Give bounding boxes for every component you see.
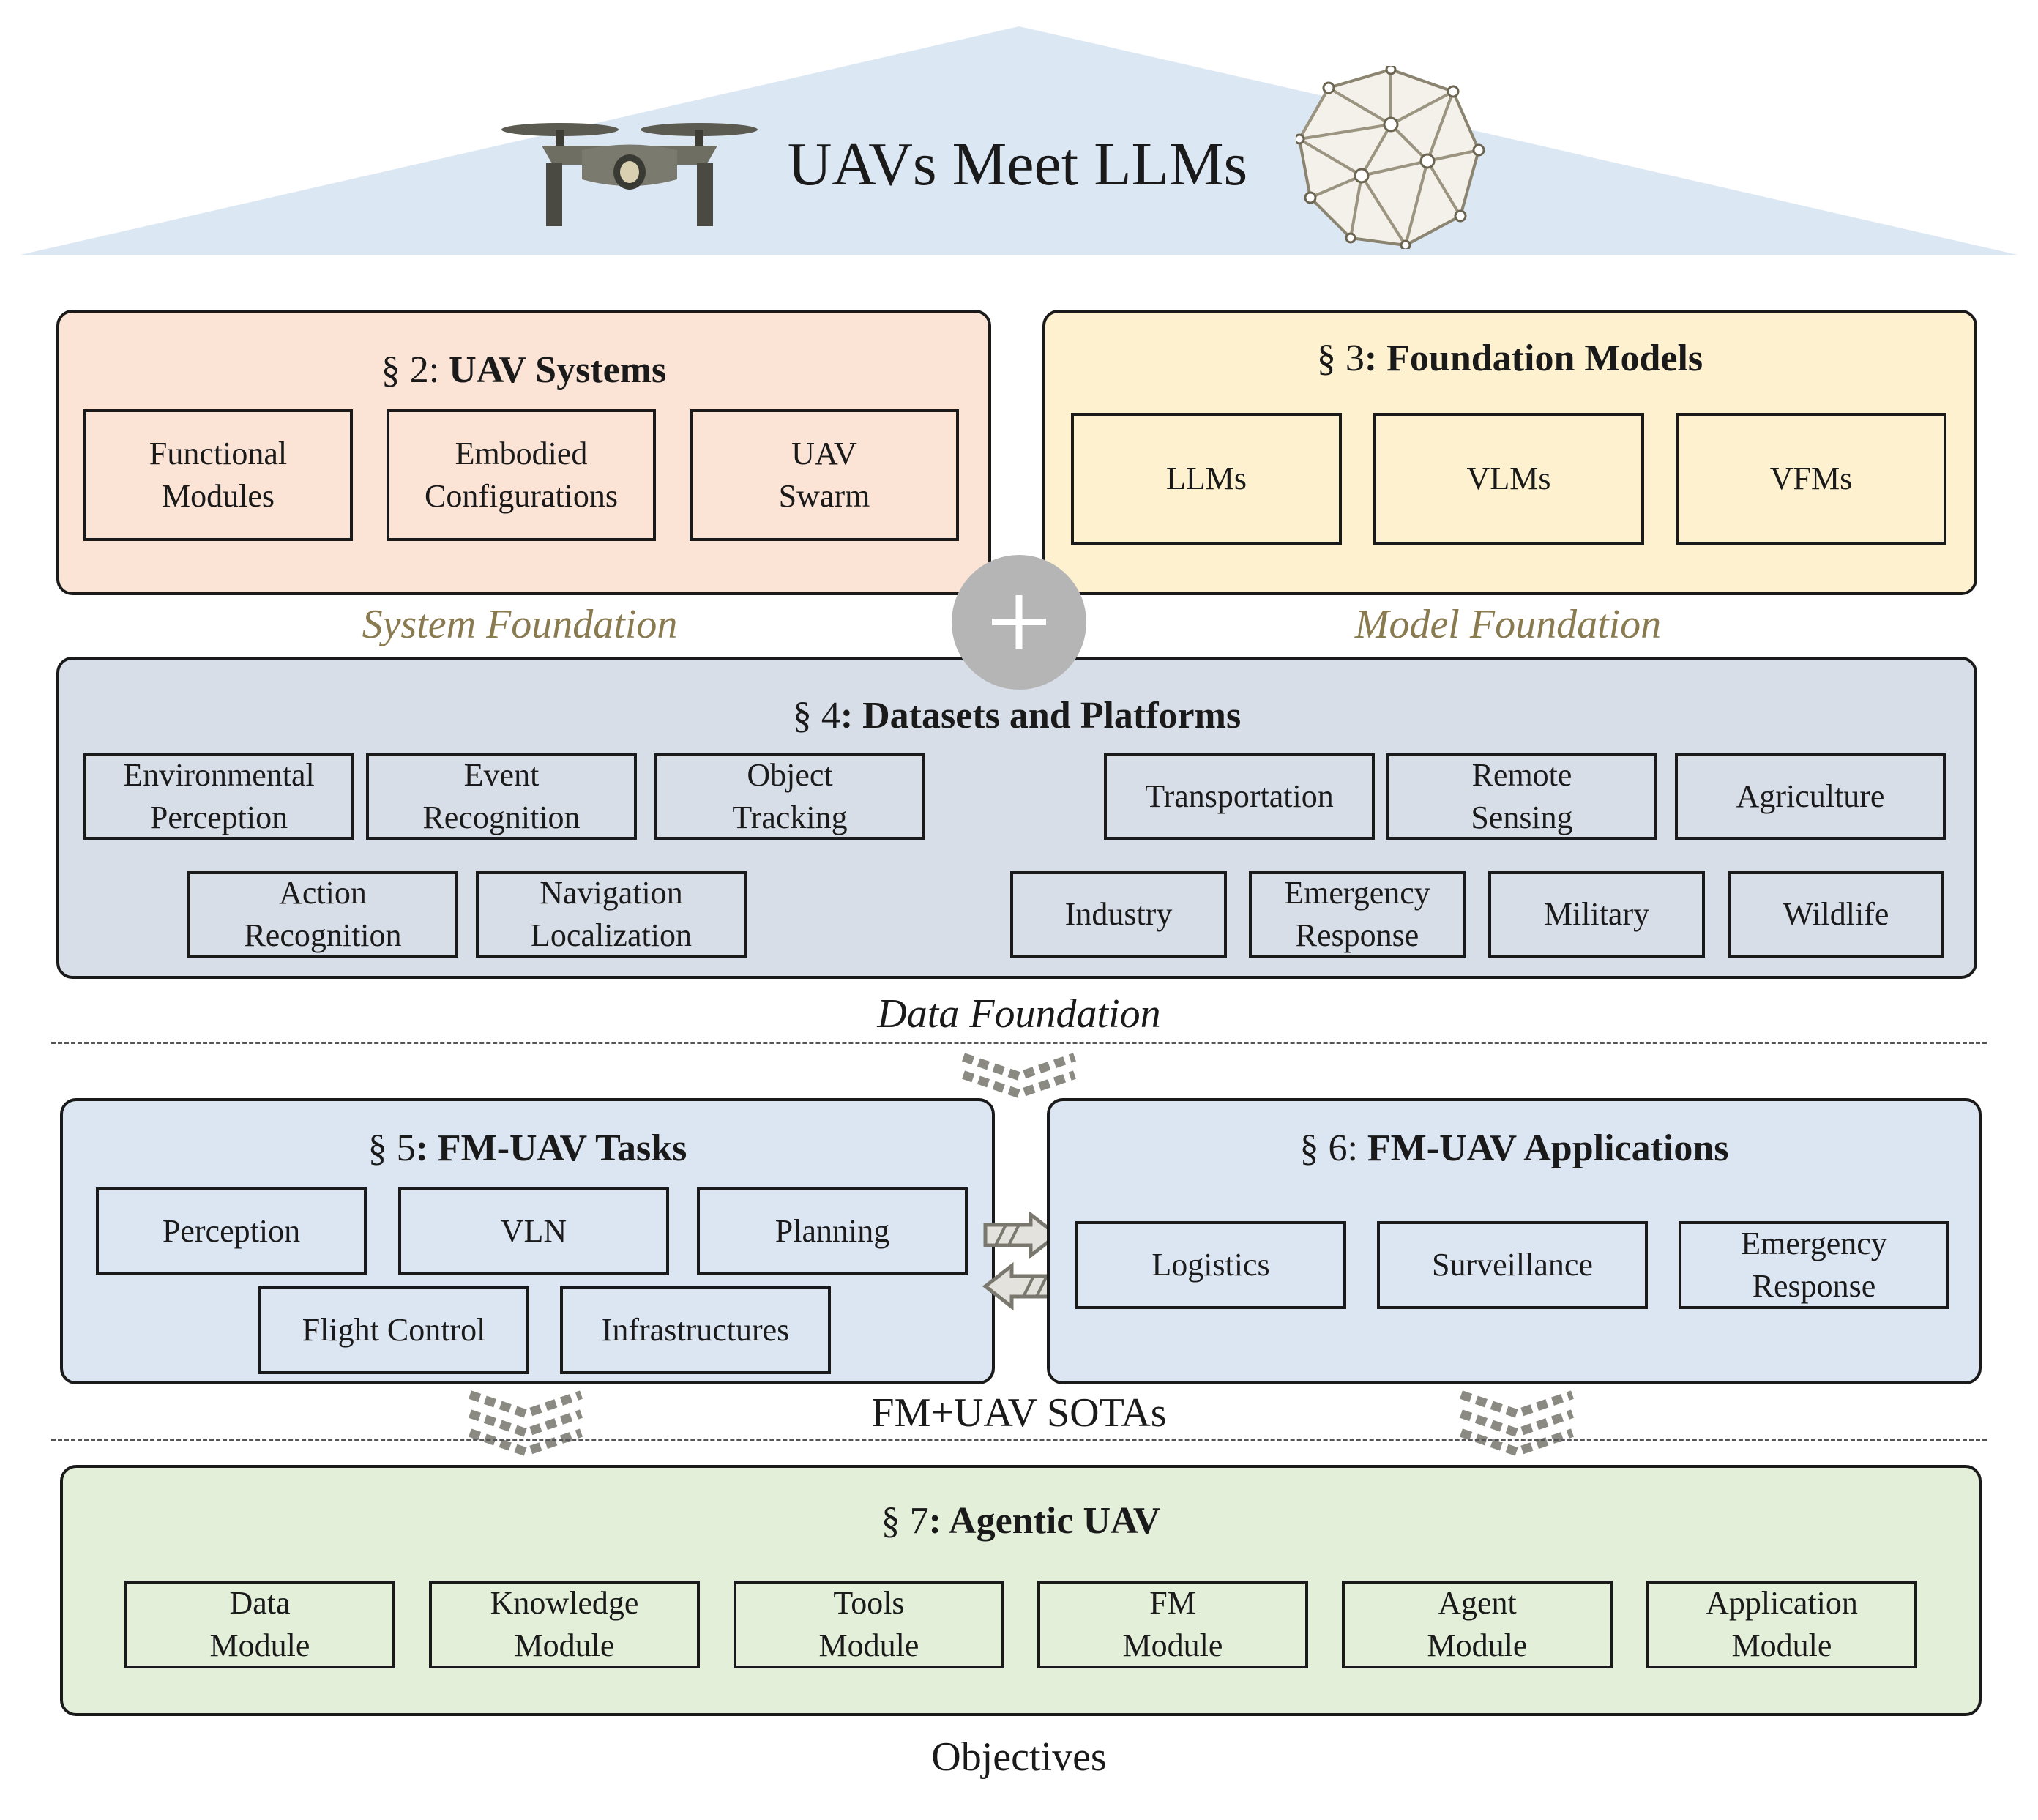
foundation-models-item: VFMs (1676, 413, 1946, 545)
datasets-title: § 4: Datasets and Platforms (792, 695, 1242, 736)
fm-uav-applications-title: § 6: FM-UAV Applications (1299, 1127, 1729, 1169)
dataset-task-item: Navigation Localization (476, 871, 747, 958)
agentic-uav-title: § 7: Agentic UAV (881, 1500, 1161, 1542)
dataset-task-item: Environmental Perception (83, 753, 354, 840)
task-item: Perception (96, 1187, 367, 1275)
uav-systems-panel: § 2: UAV Systems (56, 310, 991, 595)
agentic-module-item: Data Module (124, 1581, 395, 1668)
dataset-domain-item: Agriculture (1675, 753, 1946, 840)
dataset-task-item: Action Recognition (187, 871, 458, 958)
chevron-down-icon (469, 1390, 583, 1457)
dataset-domain-item: Wildlife (1728, 871, 1944, 958)
drone-icon (501, 123, 758, 226)
sotas-label: FM+UAV SOTAs (871, 1390, 1167, 1436)
agentic-uav-panel: § 7: Agentic UAV (60, 1465, 1982, 1716)
application-item: Logistics (1075, 1221, 1346, 1309)
diagram-title: UAVs Meet LLMs (787, 130, 1248, 198)
objectives-label: Objectives (931, 1734, 1107, 1780)
data-foundation-label: Data Foundation (877, 991, 1161, 1037)
dataset-domain-item: Transportation (1104, 753, 1375, 840)
neural-network-sphere-icon (1296, 66, 1485, 249)
fm-uav-tasks-title: § 5: FM-UAV Tasks (367, 1127, 687, 1169)
divider-line (51, 1042, 1987, 1044)
application-item: Emergency Response (1679, 1221, 1949, 1309)
fm-uav-applications-panel: § 6: FM-UAV Applications (1047, 1098, 1982, 1384)
application-item: Surveillance (1377, 1221, 1648, 1309)
agentic-module-item: FM Module (1037, 1581, 1308, 1668)
uav-systems-item: Functional Modules (83, 409, 353, 541)
agentic-module-item: Knowledge Module (429, 1581, 700, 1668)
dataset-domain-item: Emergency Response (1249, 871, 1466, 958)
dataset-task-item: Object Tracking (654, 753, 925, 840)
dataset-domain-item: Industry (1010, 871, 1227, 958)
bidirectional-arrow-icon (982, 1212, 1061, 1310)
uav-systems-title: § 2: UAV Systems (381, 349, 667, 391)
agentic-module-item: Tools Module (734, 1581, 1004, 1668)
uav-systems-item: UAV Swarm (690, 409, 959, 541)
agentic-module-item: Application Module (1646, 1581, 1917, 1668)
agentic-module-item: Agent Module (1342, 1581, 1613, 1668)
system-foundation-label: System Foundation (362, 602, 678, 647)
chevron-down-icon (962, 1053, 1076, 1099)
task-item: Flight Control (258, 1286, 529, 1374)
dataset-domain-item: Remote Sensing (1386, 753, 1657, 840)
dataset-task-item: Event Recognition (366, 753, 637, 840)
foundation-models-item: LLMs (1071, 413, 1342, 545)
uav-systems-item: Embodied Configurations (387, 409, 656, 541)
task-item: VLN (398, 1187, 669, 1275)
chevron-down-icon (1460, 1390, 1574, 1457)
foundation-models-panel: § 3: Foundation Models (1042, 310, 1977, 595)
task-item: Infrastructures (560, 1286, 831, 1374)
plus-icon (952, 555, 1086, 690)
model-foundation-label: Model Foundation (1354, 602, 1662, 647)
task-item: Planning (697, 1187, 968, 1275)
roof-banner (20, 26, 2018, 255)
divider-line (51, 1439, 1987, 1441)
foundation-models-title: § 3: Foundation Models (1316, 337, 1703, 379)
dataset-domain-item: Military (1488, 871, 1705, 958)
foundation-models-item: VLMs (1373, 413, 1644, 545)
roof-shape (20, 26, 2018, 255)
